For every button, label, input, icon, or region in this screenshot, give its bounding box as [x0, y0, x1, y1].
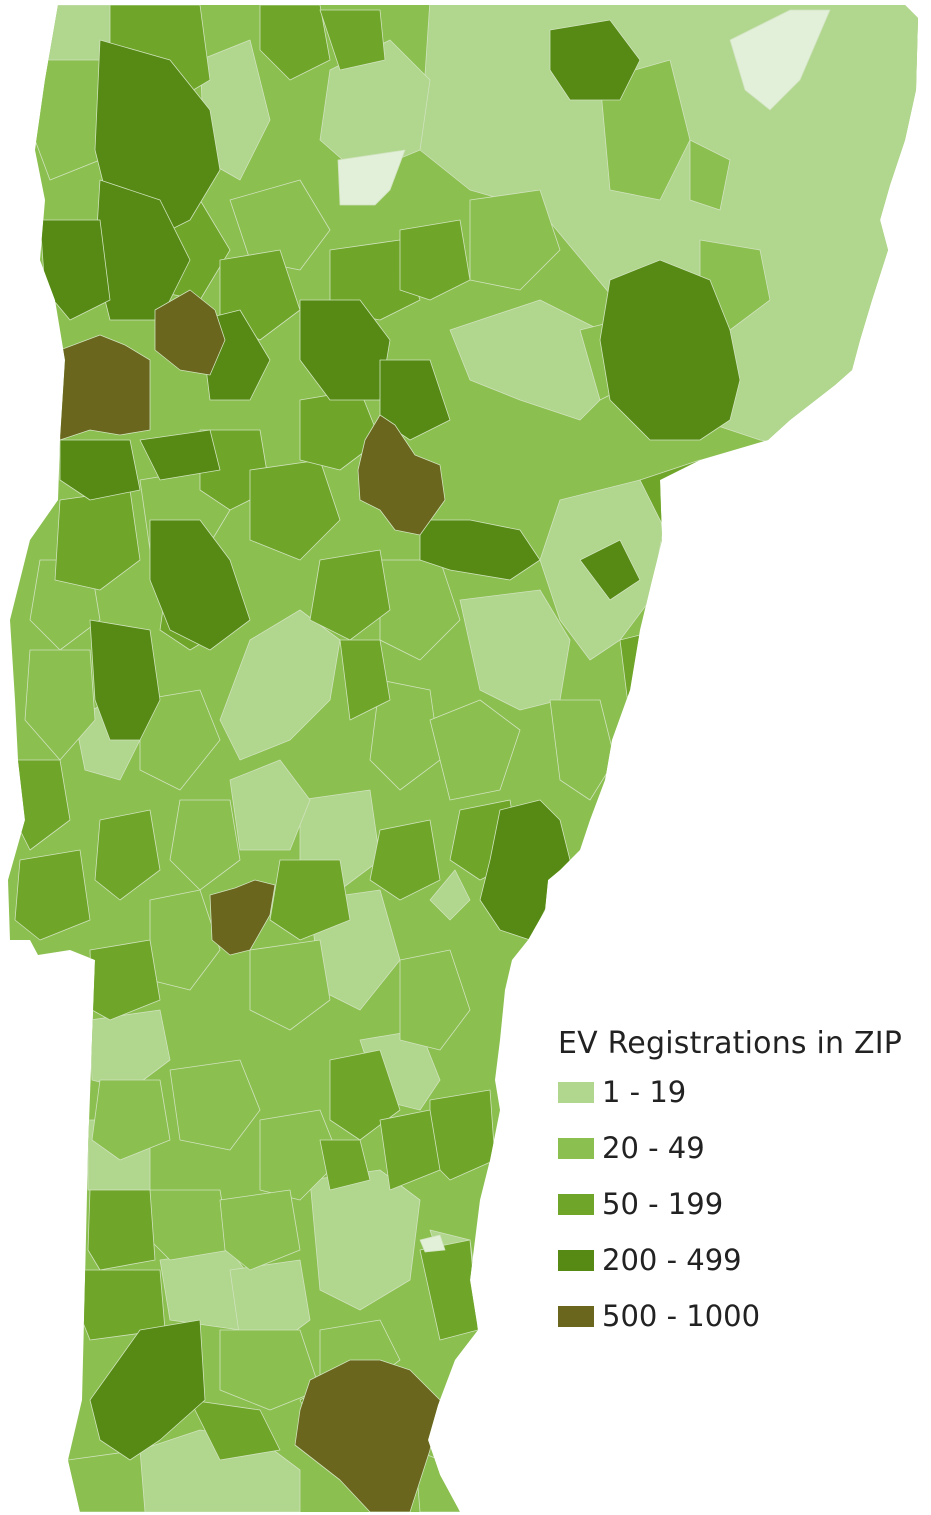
legend-item-2: 20 - 49 [558, 1120, 928, 1176]
legend-swatch-5 [558, 1305, 594, 1327]
legend-item-5: 500 - 1000 [558, 1288, 928, 1344]
regions-class-200-499 [39, 19, 741, 1461]
legend-label-1: 1 - 19 [602, 1075, 687, 1109]
legend-swatch-3 [558, 1193, 594, 1215]
legend-swatch-4 [558, 1249, 594, 1271]
legend-label-4: 200 - 499 [602, 1243, 742, 1277]
legend-label-5: 500 - 1000 [602, 1299, 761, 1333]
legend-item-4: 200 - 499 [558, 1232, 928, 1288]
regions-class-20-49 [24, 59, 771, 1512]
legend-swatch-2 [558, 1137, 594, 1159]
regions-no-data [337, 9, 831, 1253]
legend-swatch-1 [558, 1081, 594, 1103]
regions-class-500-1000 [57, 289, 446, 1512]
legend-label-3: 50 - 199 [602, 1187, 724, 1221]
legend-item-1: 1 - 19 [558, 1064, 928, 1120]
legend: EV Registrations in ZIP 1 - 19 20 - 49 5… [558, 1024, 928, 1344]
legend-item-3: 50 - 199 [558, 1176, 928, 1232]
legend-title: EV Registrations in ZIP [558, 1026, 903, 1061]
legend-label-2: 20 - 49 [602, 1131, 705, 1165]
